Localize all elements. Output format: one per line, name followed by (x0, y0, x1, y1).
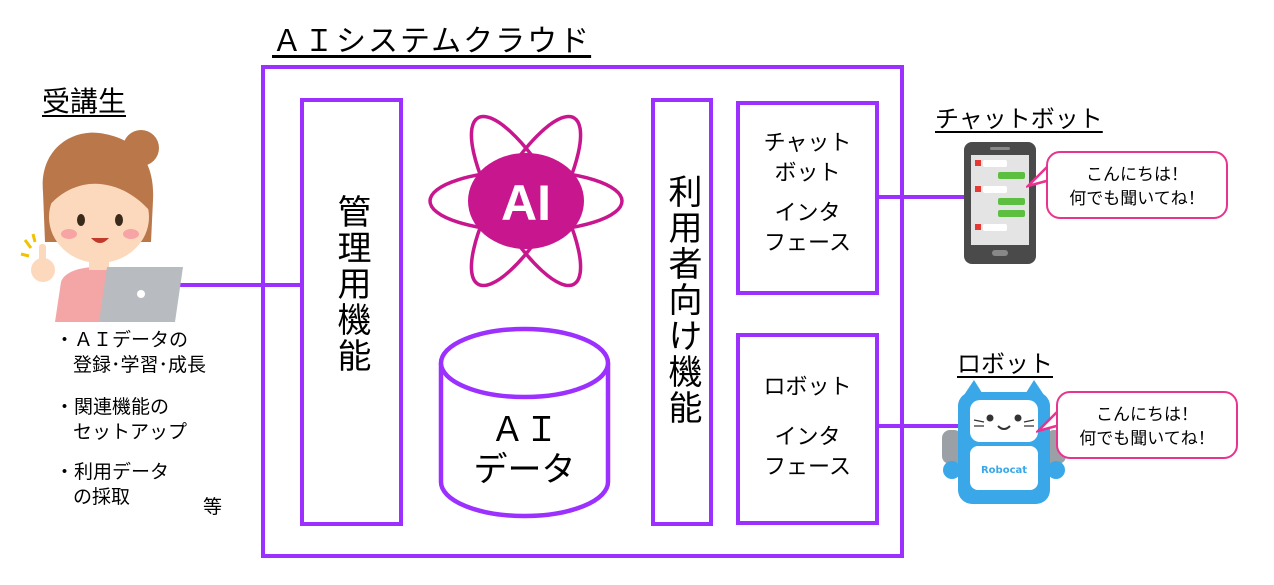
chatbot-interface-line3: インタ (774, 201, 841, 226)
student-bullet-1-line2: 登録･学習･成長 (73, 354, 207, 376)
chatbot-interface-box: チャット ボット インタ フェース (736, 101, 879, 295)
cloud-title: ＡＩシステムクラウド (272, 24, 592, 59)
student-bullet-1-line1: ・ＡＩデータの (55, 329, 189, 351)
robot-interface-box: ロボット インタ フェース (736, 333, 879, 525)
student-illustration (20, 130, 183, 322)
chatbot-bubble-line2: 何でも聞いてね！ (1069, 189, 1205, 209)
ai-logo-text: AI (501, 175, 551, 231)
student-title: 受講生 (42, 85, 127, 118)
ai-data-label-2: データ (473, 450, 576, 490)
student-etc: 等 (203, 496, 223, 518)
robot-speech-bubble: こんにちは！ 何でも聞いてね！ (1056, 391, 1238, 459)
student-bullet-2-line1: ・関連機能の (55, 396, 170, 418)
chatbot-interface-line1: チャット (763, 131, 852, 156)
student-bullet-3-line2: の採取 (73, 486, 131, 508)
chatbot-interface-line4: フェース (764, 231, 851, 256)
ai-atom-logo: AI (428, 114, 624, 288)
management-label: 管理用機能 (331, 194, 371, 374)
user-functions-box: 利用者向け機能 (651, 98, 713, 526)
management-box: 管理用機能 (300, 98, 403, 526)
robot-bubble-line1: こんにちは！ (1096, 405, 1198, 425)
chatbot-interface-line2: ボット (774, 161, 841, 186)
chatbot-speech-bubble: こんにちは！ 何でも聞いてね！ (1046, 151, 1228, 219)
robot-interface-line3: フェース (764, 455, 851, 480)
cloud-frame (261, 65, 904, 558)
student-bullet-2-line2: セットアップ (73, 421, 188, 443)
smartphone-illustration (964, 142, 1036, 264)
connector-student-management (180, 283, 302, 287)
user-functions-label: 利用者向け機能 (662, 174, 702, 426)
chatbot-title: チャットボット (935, 105, 1103, 133)
ai-core (468, 153, 584, 249)
robot-bubble-tail (1036, 408, 1061, 433)
connector-chatbot-interface-phone (878, 195, 966, 199)
chatbot-bubble-line1: こんにちは！ (1086, 165, 1188, 185)
robot-interface-line2: インタ (774, 425, 841, 450)
robot-title: ロボット (957, 350, 1053, 378)
ai-data-label-1: ＡＩ (490, 410, 559, 450)
chatbot-bubble-tail (1026, 163, 1051, 188)
ai-data-cylinder (438, 326, 611, 519)
robot-interface-line1: ロボット (763, 375, 852, 400)
robot-body-text: Robocat (981, 465, 1027, 476)
robot-bubble-line2: 何でも聞いてね！ (1079, 429, 1215, 449)
connector-robot-interface-robot (878, 424, 962, 428)
chat-messages (975, 160, 1025, 231)
student-bullet-3-line1: ・利用データ (55, 461, 170, 483)
